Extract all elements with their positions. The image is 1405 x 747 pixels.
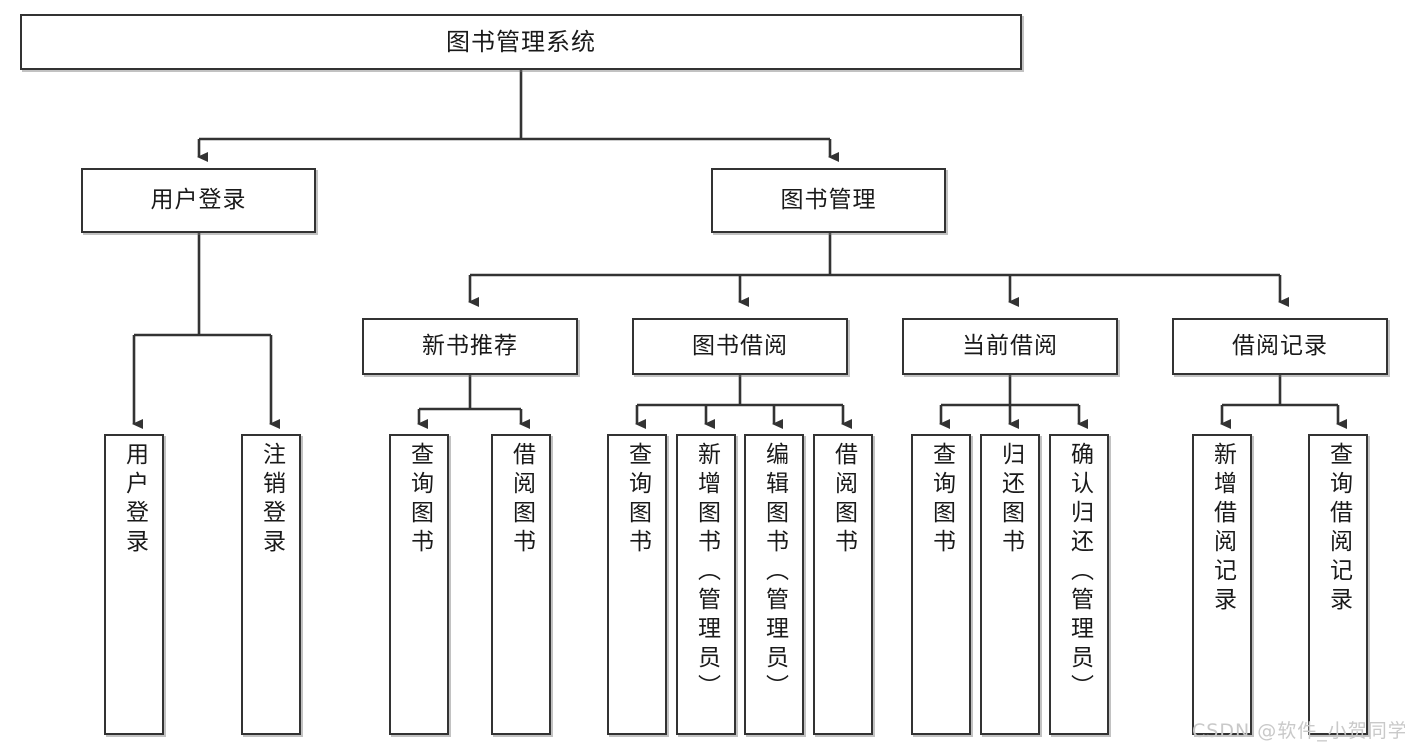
- node-borrow-record[interactable]: 借阅记录: [1172, 318, 1388, 375]
- node-leaf-query-book-recommend[interactable]: 查询图书: [389, 434, 449, 735]
- node-leaf-confirm-return[interactable]: 确认归还（管理员）: [1049, 434, 1109, 735]
- node-book-borrow[interactable]: 图书借阅: [632, 318, 848, 375]
- node-book-management[interactable]: 图书管理: [711, 168, 946, 233]
- node-label: 当前借阅: [962, 332, 1058, 359]
- node-label: 图书管理系统: [446, 27, 596, 56]
- node-leaf-logout-login[interactable]: 注销登录: [241, 434, 301, 735]
- node-label: 查询图书: [928, 442, 955, 558]
- node-leaf-query-borrow-record[interactable]: 查询借阅记录: [1308, 434, 1368, 735]
- node-leaf-add-borrow-record[interactable]: 新增借阅记录: [1192, 434, 1252, 735]
- node-label: 图书借阅: [692, 332, 788, 359]
- node-user-login[interactable]: 用户登录: [81, 168, 316, 233]
- node-leaf-user-login[interactable]: 用户登录: [104, 434, 164, 735]
- node-label: 用户登录: [150, 186, 247, 213]
- node-leaf-query-book-current[interactable]: 查询图书: [911, 434, 971, 735]
- node-label: 用户登录: [121, 442, 148, 558]
- node-label: 新增图书（管理员）: [693, 442, 720, 703]
- node-label: 查询图书: [624, 442, 651, 558]
- node-label: 编辑图书（管理员）: [761, 442, 788, 703]
- node-label: 新书推荐: [422, 332, 518, 359]
- node-leaf-return-book[interactable]: 归还图书: [980, 434, 1040, 735]
- node-leaf-add-book[interactable]: 新增图书（管理员）: [676, 434, 736, 735]
- node-leaf-edit-book[interactable]: 编辑图书（管理员）: [744, 434, 804, 735]
- node-new-book-recommend[interactable]: 新书推荐: [362, 318, 578, 375]
- node-label: 借阅图书: [508, 442, 535, 558]
- node-leaf-query-book-borrow[interactable]: 查询图书: [607, 434, 667, 735]
- watermark-text: CSDN @软件_小贺同学: [1192, 720, 1405, 742]
- node-label: 查询图书: [406, 442, 433, 558]
- node-label: 确认归还（管理员）: [1066, 442, 1093, 703]
- node-label: 归还图书: [997, 442, 1024, 558]
- node-label: 新增借阅记录: [1209, 442, 1236, 616]
- node-label: 注销登录: [258, 442, 285, 558]
- node-label: 图书管理: [780, 186, 877, 213]
- node-current-borrow[interactable]: 当前借阅: [902, 318, 1118, 375]
- node-label: 借阅图书: [830, 442, 857, 558]
- node-root-book-management-system[interactable]: 图书管理系统: [20, 14, 1022, 70]
- node-label: 借阅记录: [1232, 332, 1328, 359]
- node-label: 查询借阅记录: [1325, 442, 1352, 616]
- node-leaf-borrow-book-recommend[interactable]: 借阅图书: [491, 434, 551, 735]
- node-leaf-borrow-book[interactable]: 借阅图书: [813, 434, 873, 735]
